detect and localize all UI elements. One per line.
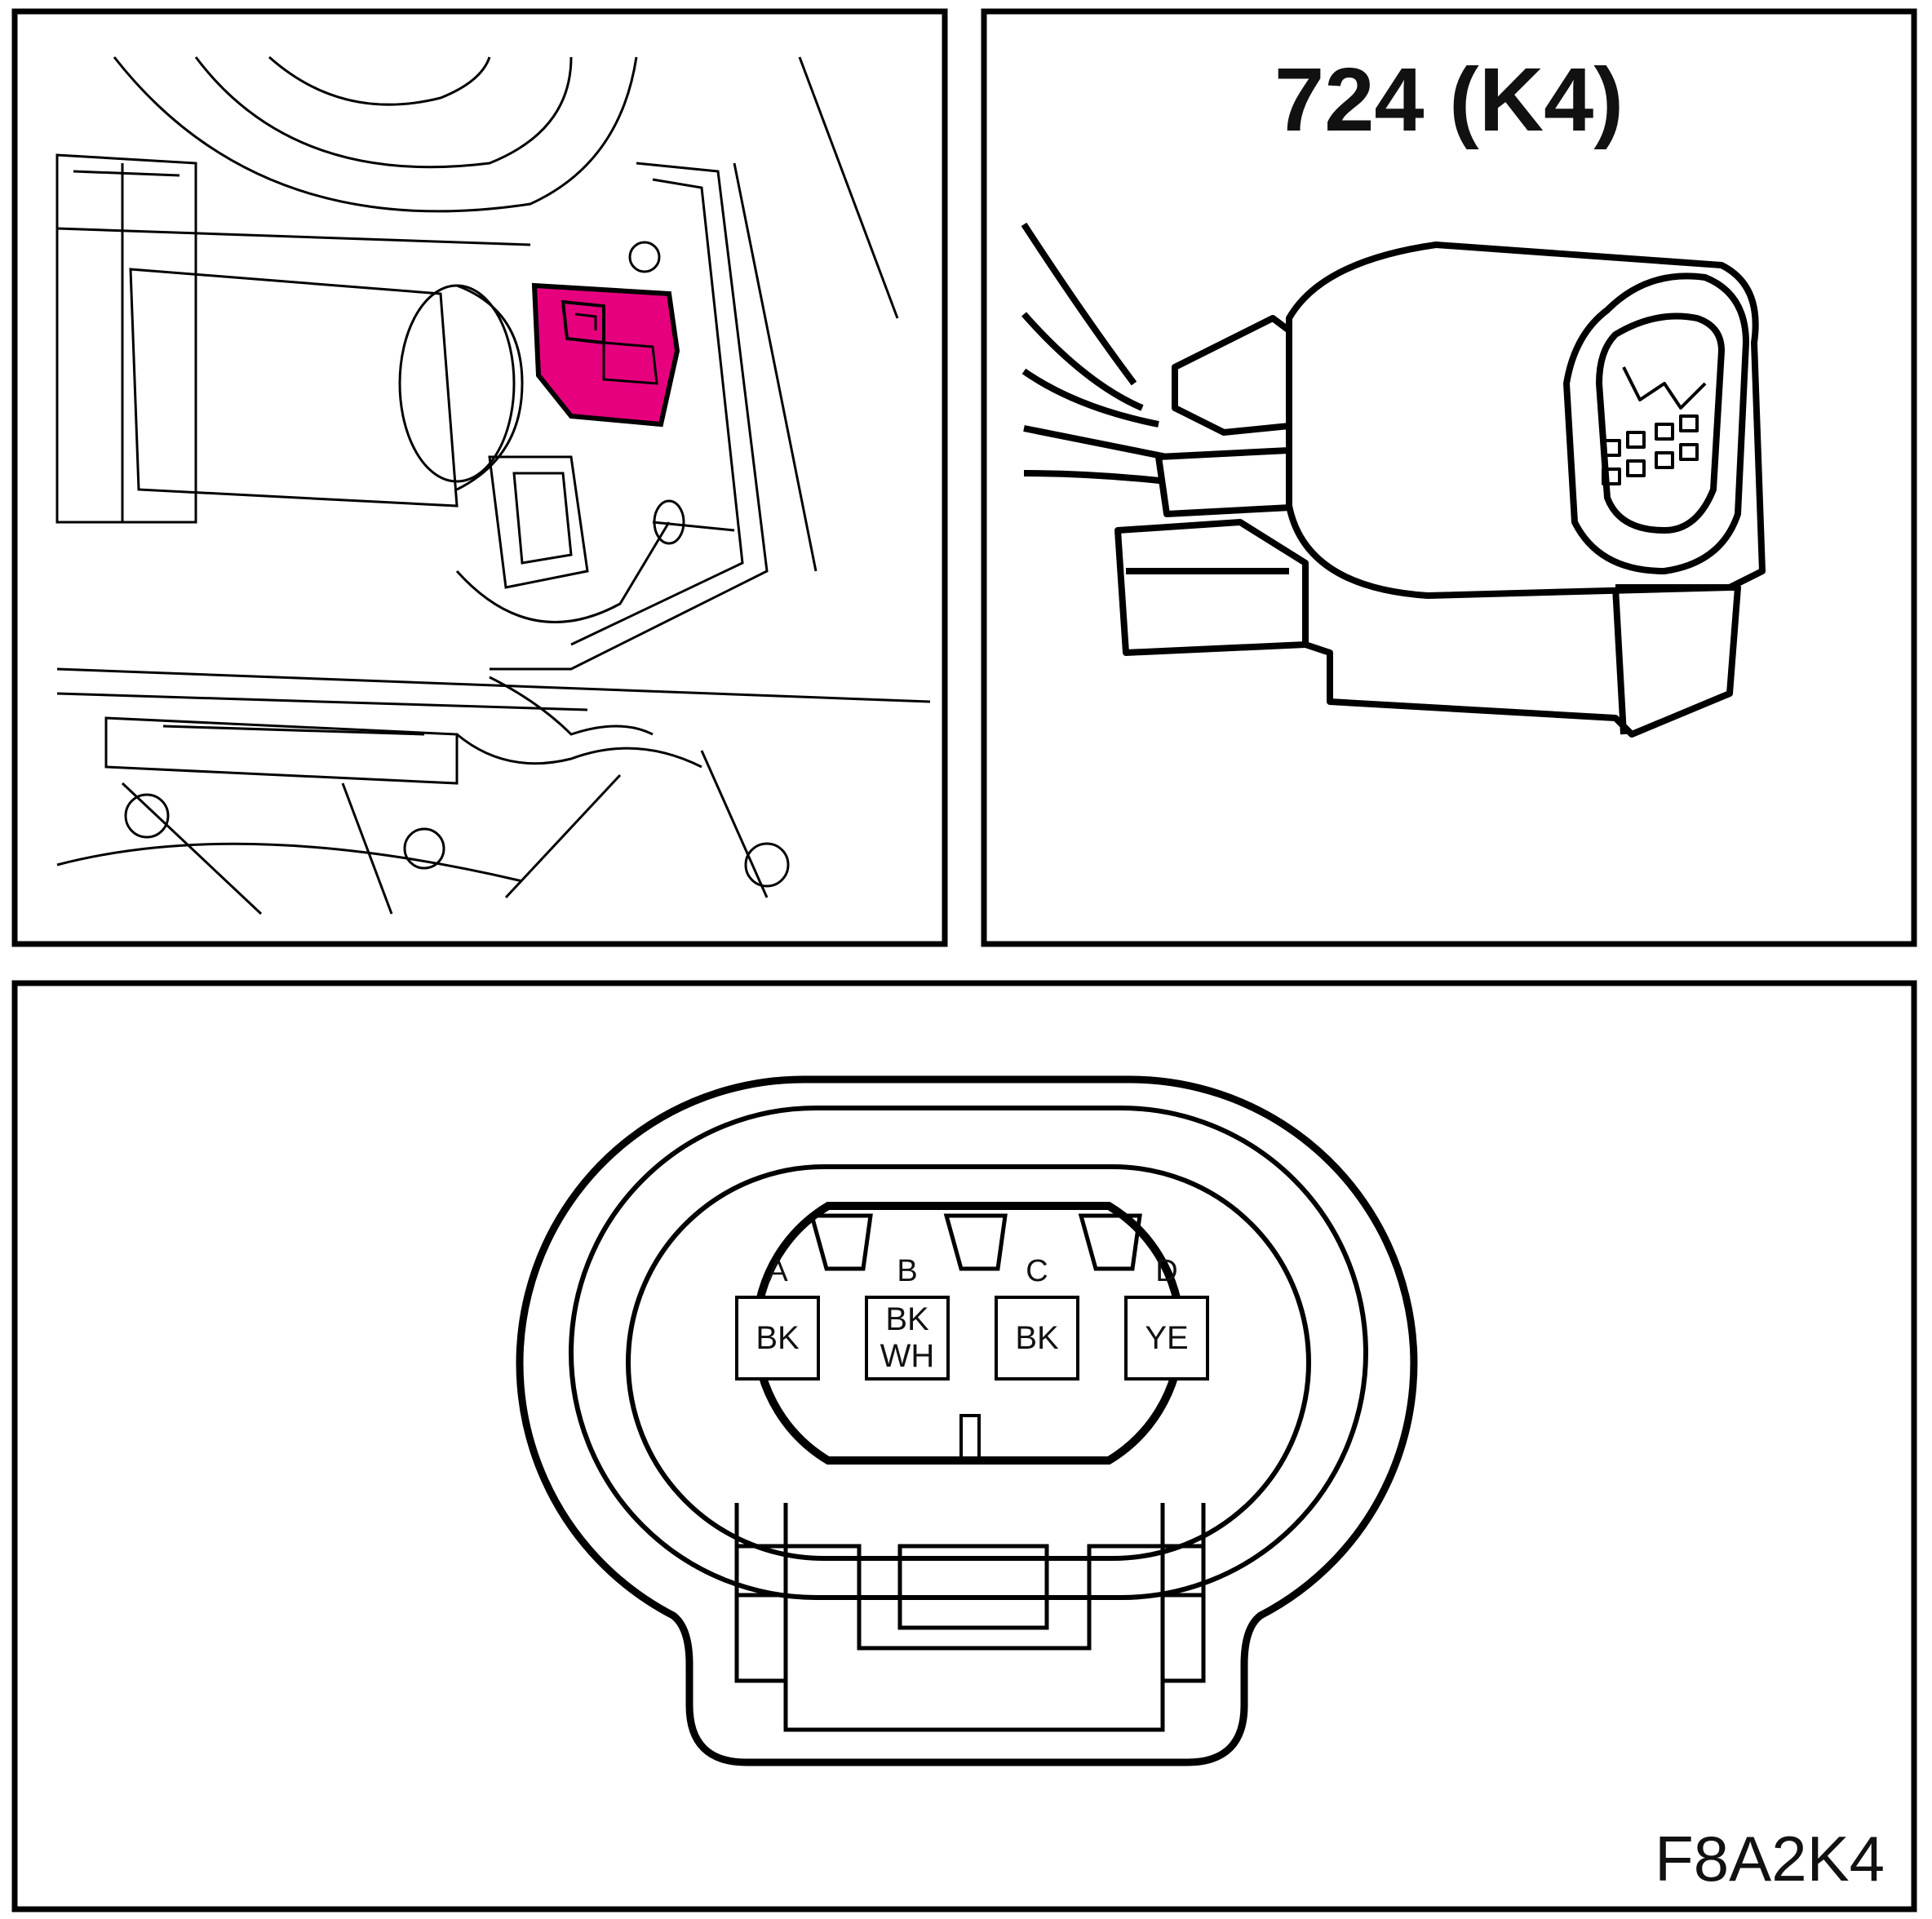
pinout-panel: A BK B BK WH C BK D YE F8A2K4 [11,980,1917,1912]
connector-title: 724 (K4) [1274,50,1624,150]
pin-C: C BK [995,1254,1079,1381]
pin-cavity [1124,1296,1209,1381]
pin-letter: B [897,1254,917,1288]
pin-wire-color: BK [1015,1320,1059,1356]
location-view-panel [11,8,948,947]
connector-illustration [1021,222,1766,738]
pin-wire-color: BK [756,1320,800,1356]
pin-cavity [865,1296,950,1381]
connector-view-panel: 724 (K4) [981,8,1917,947]
pin-wire-stripe: WH [880,1338,935,1374]
pin-wire-color: YE [1145,1320,1188,1356]
engine-bay-illustration [55,55,931,915]
highlighted-connector [531,282,680,428]
pin-letter: C [1026,1254,1048,1288]
pin-letter: A [767,1254,788,1288]
pin-A: A BK [735,1254,820,1381]
pin-cavity [995,1296,1079,1381]
connector-face-outline [516,1075,1418,1766]
pin-B: B BK WH [865,1254,950,1381]
figure-code: F8A2K4 [1655,1823,1885,1895]
pin-D: D YE [1124,1254,1209,1381]
pin-cavity [735,1296,820,1381]
pin-wire-color: BK [885,1301,929,1337]
pin-letter: D [1155,1254,1177,1288]
